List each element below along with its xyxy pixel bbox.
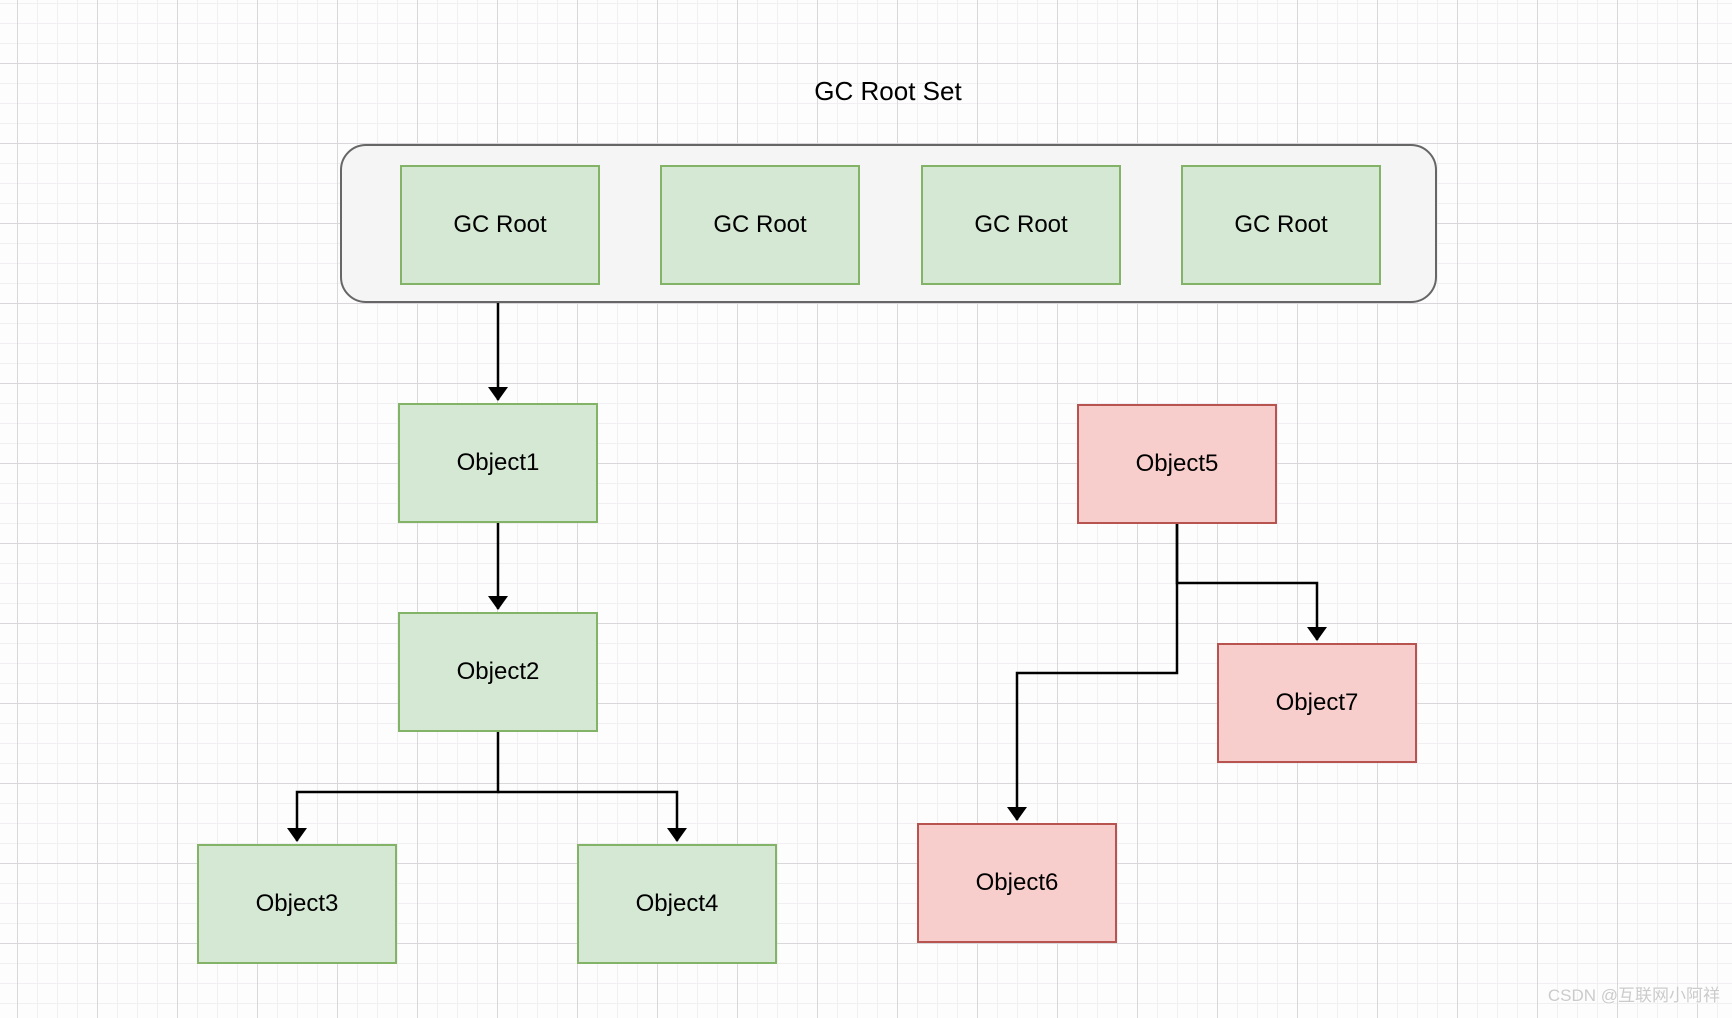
node-object1-label: Object1 (456, 449, 540, 476)
watermark: CSDN @互联网小阿祥 (1547, 986, 1720, 1005)
node-object1: Object1 (398, 403, 598, 523)
node-object3: Object3 (197, 844, 397, 964)
node-object6-label: Object6 (975, 869, 1059, 896)
edge-object5-object7 (1175, 523, 1327, 641)
node-object4-label: Object4 (635, 890, 719, 917)
node-object7-label: Object7 (1275, 689, 1359, 716)
gc-root-box-3: GC Root (921, 165, 1121, 285)
node-object4: Object4 (577, 844, 777, 964)
gc-root-set-container: GC Root GC Root GC Root GC Root (340, 144, 1437, 303)
node-object7: Object7 (1217, 643, 1417, 763)
gc-root-box-1: GC Root (400, 165, 600, 285)
node-object6: Object6 (917, 823, 1117, 943)
node-object2: Object2 (398, 612, 598, 732)
gc-root-box-3-label: GC Root (974, 211, 1068, 238)
node-object5: Object5 (1077, 404, 1277, 524)
edge-object2-object3 (287, 732, 500, 842)
node-object2-label: Object2 (456, 658, 540, 685)
edge-object5-object6 (1007, 523, 1179, 821)
gc-root-box-4: GC Root (1181, 165, 1381, 285)
edge-object2-object4 (498, 790, 687, 842)
gc-root-box-2: GC Root (660, 165, 860, 285)
diagram-title: GC Root Set (814, 76, 962, 106)
gc-root-box-4-label: GC Root (1234, 211, 1328, 238)
node-object3-label: Object3 (255, 890, 339, 917)
gc-root-box-1-label: GC Root (453, 211, 547, 238)
gc-root-box-2-label: GC Root (713, 211, 807, 238)
node-object5-label: Object5 (1135, 450, 1219, 477)
